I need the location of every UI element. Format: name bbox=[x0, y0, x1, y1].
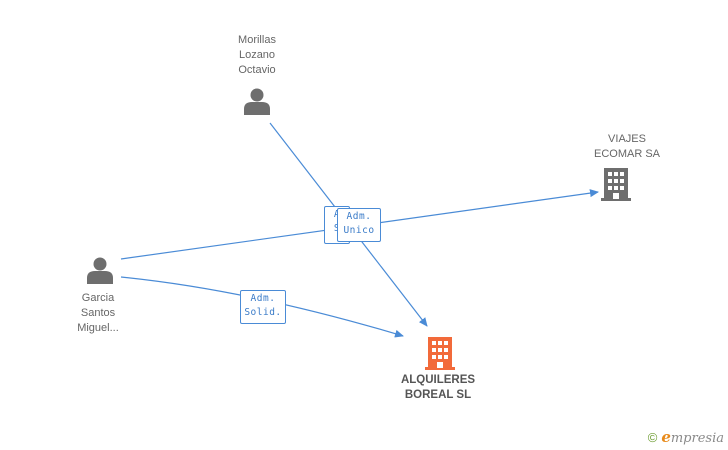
logo-initial: e bbox=[661, 428, 671, 446]
node-label-alquileres[interactable]: ALQUILERES BOREAL SL bbox=[400, 374, 476, 401]
role-badge-adm-solid: Adm. Solid. bbox=[240, 290, 286, 324]
person-icon[interactable] bbox=[244, 88, 270, 116]
node-label-viajes[interactable]: VIAJES ECOMAR SA bbox=[593, 133, 660, 160]
role-badge-adm-unico: Adm. Unico bbox=[337, 208, 381, 242]
role-line: Adm. bbox=[250, 293, 276, 304]
copyright-icon: © bbox=[647, 430, 658, 445]
building-icon[interactable] bbox=[425, 337, 455, 370]
building-icon[interactable] bbox=[601, 168, 631, 201]
role-line: Unico bbox=[343, 225, 375, 236]
role-line: A bbox=[327, 208, 347, 222]
node-label-garcia[interactable]: Garcia Santos Miguel... bbox=[77, 292, 119, 334]
role-line: S bbox=[327, 222, 347, 236]
empresia-logo: ©empresia bbox=[648, 428, 724, 446]
role-line: Adm. bbox=[346, 211, 372, 222]
node-label-morillas[interactable]: Morillas Lozano Octavio bbox=[238, 34, 276, 76]
person-icon[interactable] bbox=[87, 257, 113, 285]
role-line: Solid. bbox=[244, 307, 282, 318]
logo-name: mpresia bbox=[670, 431, 724, 446]
